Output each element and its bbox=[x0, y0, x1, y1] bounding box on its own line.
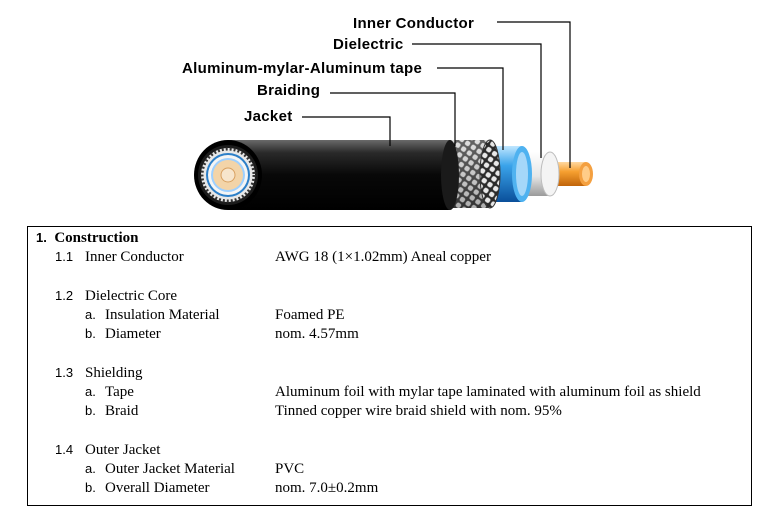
leader-dielectric bbox=[412, 43, 542, 158]
sub-item-letter: a. bbox=[85, 461, 96, 476]
sub-item-letter: b. bbox=[85, 403, 96, 418]
construction-spec-table: 1. Construction 1.1 Inner Conductor AWG … bbox=[27, 226, 752, 506]
cable-cross-section bbox=[198, 145, 258, 205]
item-number: 1.2 bbox=[55, 288, 74, 303]
section-number: 1. bbox=[36, 230, 47, 245]
item-value: AWG 18 (1×1.02mm) Aneal copper bbox=[275, 249, 491, 265]
section-heading: 1. Construction bbox=[36, 229, 139, 247]
sub-item-value: Foamed PE bbox=[275, 307, 345, 323]
section-title: Construction bbox=[54, 230, 139, 246]
item-number: 1.3 bbox=[55, 365, 74, 380]
callout-tape: Aluminum-mylar-Aluminum tape bbox=[182, 60, 422, 77]
item-number: 1.4 bbox=[55, 442, 74, 457]
callout-braiding: Braiding bbox=[257, 82, 320, 99]
sub-item-label: Insulation Material bbox=[105, 307, 220, 323]
leader-jacket bbox=[302, 116, 391, 146]
item-label: Shielding bbox=[85, 365, 143, 381]
sub-item-letter: a. bbox=[85, 307, 96, 322]
callout-dielectric: Dielectric bbox=[333, 36, 404, 53]
sub-item-letter: a. bbox=[85, 384, 96, 399]
sub-item-value: nom. 7.0±0.2mm bbox=[275, 480, 379, 496]
leader-tape bbox=[437, 67, 504, 150]
callout-jacket: Jacket bbox=[244, 108, 293, 125]
item-label: Dielectric Core bbox=[85, 288, 178, 304]
sub-item-label: Braid bbox=[105, 403, 139, 419]
item-label: Outer Jacket bbox=[85, 442, 161, 458]
sub-item-label: Diameter bbox=[105, 326, 161, 342]
coax-cable-diagram: Inner Conductor Dielectric Aluminum-myla… bbox=[182, 15, 593, 210]
sub-item-value: nom. 4.57mm bbox=[275, 326, 359, 342]
sub-item-value: Tinned copper wire braid shield with nom… bbox=[275, 403, 562, 419]
sub-item-letter: b. bbox=[85, 480, 96, 495]
item-number: 1.1 bbox=[55, 249, 74, 264]
sub-item-label: Outer Jacket Material bbox=[105, 461, 235, 477]
leader-inner-conductor bbox=[497, 21, 571, 168]
sub-item-value: PVC bbox=[275, 461, 305, 477]
leader-braiding bbox=[330, 92, 456, 146]
callout-inner-conductor: Inner Conductor bbox=[353, 15, 474, 32]
sub-item-label: Tape bbox=[105, 384, 134, 400]
sub-item-letter: b. bbox=[85, 326, 96, 341]
item-label: Inner Conductor bbox=[85, 249, 184, 265]
sub-item-label: Overall Diameter bbox=[105, 480, 210, 496]
sub-item-value: Aluminum foil with mylar tape laminated … bbox=[275, 384, 701, 400]
